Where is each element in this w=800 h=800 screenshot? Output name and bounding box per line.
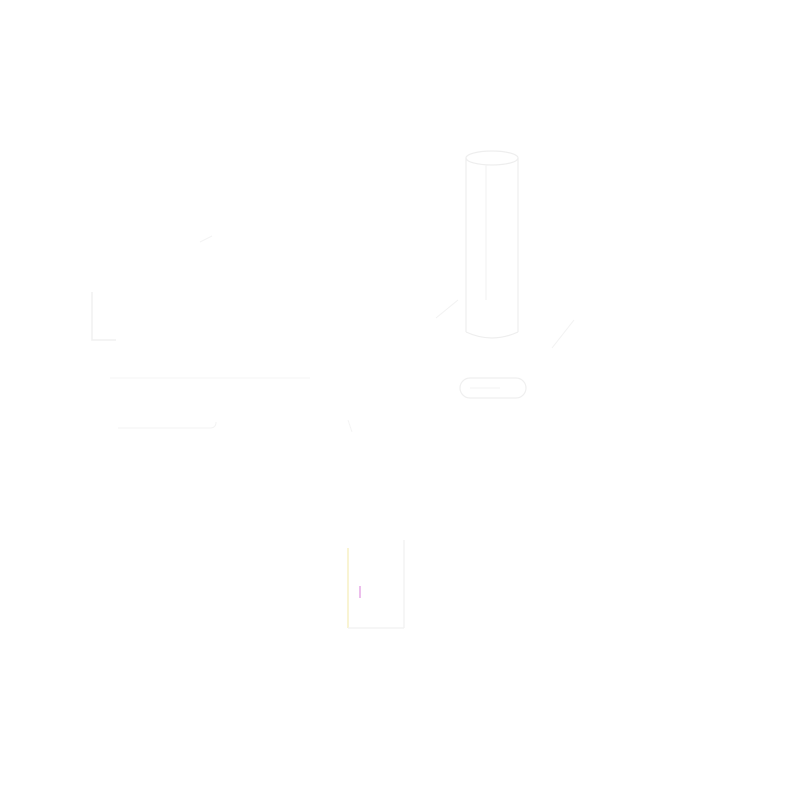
left-bracket-shape — [91, 235, 213, 341]
faint-strokes — [110, 377, 353, 433]
small-container-shape — [347, 540, 405, 629]
capsule-shape — [459, 377, 527, 399]
tall-cylinder-shape — [435, 150, 575, 349]
